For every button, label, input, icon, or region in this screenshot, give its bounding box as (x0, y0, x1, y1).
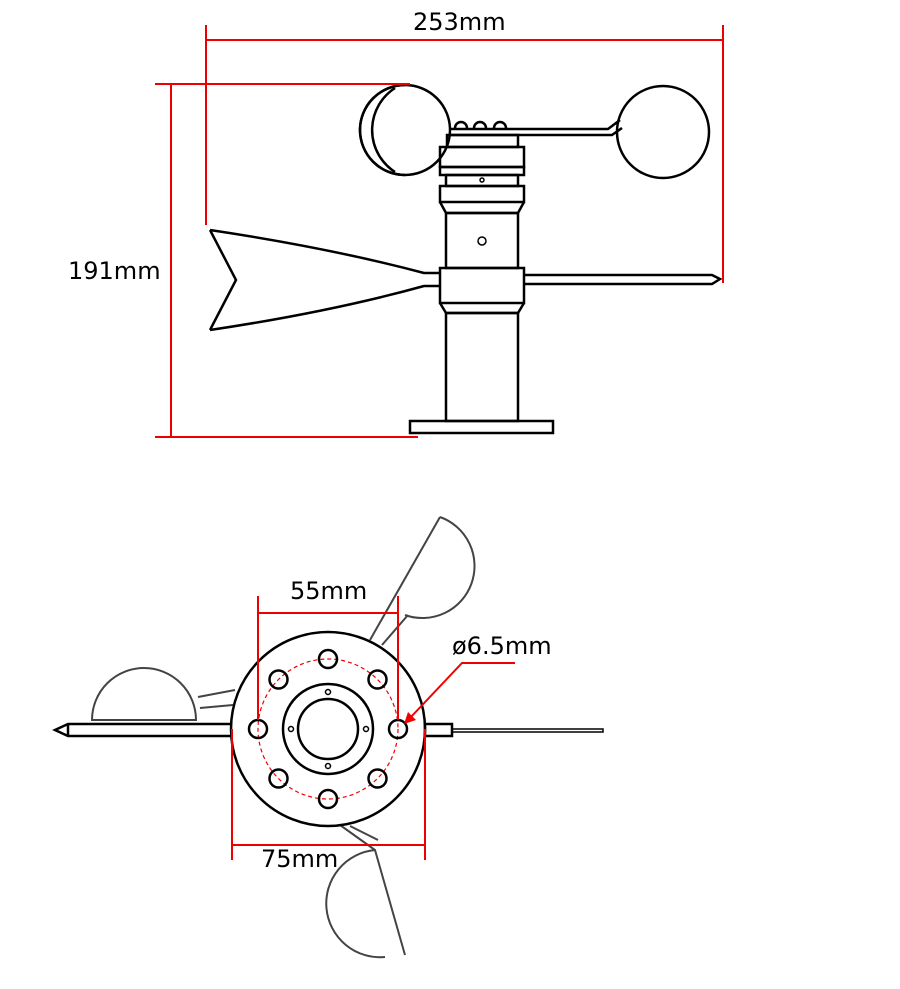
hole-diameter-label: ø6.5mm (452, 632, 552, 660)
small-hole (324, 762, 332, 770)
leader-arrow (404, 712, 416, 724)
bolt-hole (367, 768, 388, 789)
hole-leader (409, 662, 515, 719)
upper-body (444, 211, 520, 270)
bolt-spacing-label: 55mm (290, 577, 368, 605)
arm-bolts (453, 120, 508, 129)
base-plate (408, 419, 555, 435)
bolt-circle (257, 658, 399, 800)
bolt-holes (247, 648, 409, 810)
taper (438, 201, 526, 215)
width-dimension (205, 25, 724, 283)
hub-neck (444, 173, 520, 188)
flange-diameter-label: 75mm (261, 845, 339, 873)
height-label: 191mm (68, 257, 161, 285)
small-hole (287, 725, 295, 733)
vane-collar (438, 266, 526, 305)
small-hole (324, 688, 332, 696)
pointer-stub (423, 722, 454, 738)
bolt-hole (268, 669, 289, 690)
upper-collar (438, 184, 526, 204)
lower-taper (438, 302, 526, 315)
hub-top (445, 133, 520, 149)
small-hole (362, 725, 370, 733)
bolt-spacing-dimension (257, 596, 399, 720)
bottom-view (52, 516, 604, 959)
side-view (155, 25, 724, 438)
flange-dimension (231, 729, 426, 860)
wind-vane (208, 228, 440, 332)
bolt-hole (317, 648, 339, 670)
center-bore (296, 697, 360, 761)
flange (229, 630, 427, 828)
vane-pointer (524, 273, 723, 286)
screw-hole (479, 177, 485, 183)
right-cup (615, 84, 711, 180)
upper-cup (369, 516, 476, 646)
width-label: 253mm (413, 8, 506, 36)
height-dimension (155, 83, 418, 438)
pointer-rod (452, 728, 604, 733)
bolt-hole (268, 768, 289, 789)
bolt-hole (367, 669, 388, 690)
hub-collar (438, 145, 526, 169)
lower-cup (325, 824, 406, 959)
left-cup-bottom (90, 667, 236, 721)
inner-ring (281, 682, 375, 776)
mast (444, 311, 520, 423)
vane-tail (52, 722, 232, 738)
left-cup-rim (358, 83, 406, 177)
body-hole (477, 236, 487, 246)
bolt-hole (317, 788, 339, 810)
